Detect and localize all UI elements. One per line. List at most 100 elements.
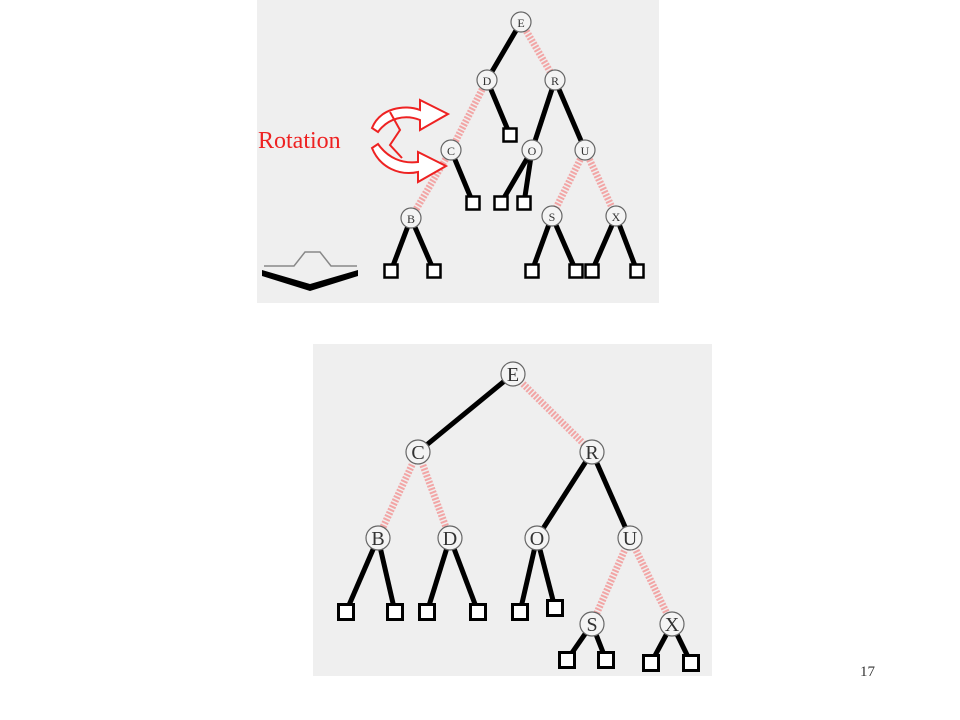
- rotation-label: Rotation: [258, 128, 341, 154]
- null-leaf: [418, 603, 436, 621]
- node-label: E: [517, 16, 524, 30]
- arrow-twist: [388, 111, 403, 159]
- node-x: X: [659, 611, 685, 637]
- node-label: D: [443, 528, 457, 550]
- edge-o-leaf: [517, 537, 540, 613]
- node-label: D: [483, 74, 492, 88]
- null-leaf: [511, 603, 529, 621]
- node-label: R: [585, 442, 599, 464]
- edge-d-leaf: [424, 537, 453, 613]
- null-leaf: [682, 654, 700, 672]
- null-leaf: [502, 127, 518, 143]
- edge-c-b: [407, 148, 455, 220]
- rotation-arrows-icon: [370, 98, 451, 184]
- node-e: E: [510, 11, 532, 33]
- node-circle: [605, 205, 627, 227]
- null-leaf: [524, 263, 540, 279]
- node-o: O: [521, 139, 543, 161]
- null-leaf: [383, 263, 399, 279]
- node-circle: [405, 439, 431, 465]
- node-s: S: [541, 205, 563, 227]
- node-label: R: [551, 74, 559, 88]
- node-circle: [400, 207, 422, 229]
- node-circle: [541, 205, 563, 227]
- node-label: C: [447, 144, 455, 158]
- node-u: U: [617, 525, 643, 551]
- null-leaf: [469, 603, 487, 621]
- null-leaf: [426, 263, 442, 279]
- null-leaf: [386, 603, 404, 621]
- after-tree: E C R B D O U S X: [337, 361, 700, 672]
- node-d: D: [476, 69, 498, 91]
- edge-c-d: [414, 450, 454, 540]
- node-circle: [500, 361, 526, 387]
- node-e: E: [500, 361, 526, 387]
- node-label: O: [530, 528, 544, 550]
- arrow-upper: [370, 98, 451, 134]
- edge-u-s: [548, 148, 589, 218]
- node-label: E: [507, 364, 519, 386]
- node-circle: [617, 525, 643, 551]
- node-circle: [574, 139, 596, 161]
- node-r: R: [579, 439, 605, 465]
- edge-r-u: [589, 450, 633, 540]
- null-leaf: [546, 599, 564, 617]
- node-circle: [544, 69, 566, 91]
- node-u: U: [574, 139, 596, 161]
- chevron-shape: [262, 270, 358, 291]
- null-leaf: [642, 654, 660, 672]
- edge-c-b: [374, 450, 422, 540]
- node-circle: [521, 139, 543, 161]
- chevron-outline: [264, 251, 357, 267]
- null-leaf: [516, 195, 532, 211]
- node-circle: [440, 139, 462, 161]
- edge-r-o: [534, 450, 595, 540]
- node-x: X: [605, 205, 627, 227]
- node-d: D: [437, 525, 463, 551]
- node-circle: [510, 11, 532, 33]
- null-leaf: [629, 263, 645, 279]
- node-circle: [659, 611, 685, 637]
- arrow-lower: [370, 142, 449, 184]
- null-leaf: [568, 263, 584, 279]
- node-circle: [579, 611, 605, 637]
- node-circle: [476, 69, 498, 91]
- down-chevron-icon: [262, 251, 358, 291]
- null-leaf: [597, 651, 615, 669]
- node-circle: [437, 525, 463, 551]
- node-label: X: [665, 614, 680, 636]
- page-number: 17: [860, 664, 875, 680]
- null-leaf: [337, 603, 355, 621]
- null-leaf: [493, 195, 509, 211]
- node-label: U: [581, 144, 590, 158]
- node-label: C: [411, 442, 424, 464]
- edge-b-leaf: [343, 537, 381, 613]
- edge-e-r: [517, 20, 559, 82]
- node-s: S: [579, 611, 605, 637]
- edge-r-o: [529, 79, 558, 151]
- node-label: S: [586, 614, 597, 636]
- edge-e-d: [484, 20, 524, 82]
- edge-r-u: [552, 79, 588, 151]
- edge-d-leaf: [447, 537, 481, 613]
- edge-e-c: [416, 372, 515, 454]
- node-c: C: [405, 439, 431, 465]
- node-o: O: [524, 525, 550, 551]
- edge-u-x: [581, 148, 620, 218]
- node-circle: [524, 525, 550, 551]
- edge-u-s: [588, 536, 634, 626]
- node-circle: [579, 439, 605, 465]
- edge-d-c: [447, 78, 491, 152]
- node-b: B: [365, 525, 391, 551]
- node-c: C: [440, 139, 462, 161]
- null-leaf: [584, 263, 600, 279]
- node-label: X: [612, 210, 621, 224]
- edge-e-r: [510, 371, 595, 455]
- node-label: O: [528, 144, 537, 158]
- before-tree: E D R C O U B S X: [383, 11, 645, 279]
- node-label: B: [407, 212, 415, 226]
- node-b: B: [400, 207, 422, 229]
- node-label: B: [371, 528, 384, 550]
- node-label: U: [623, 528, 638, 550]
